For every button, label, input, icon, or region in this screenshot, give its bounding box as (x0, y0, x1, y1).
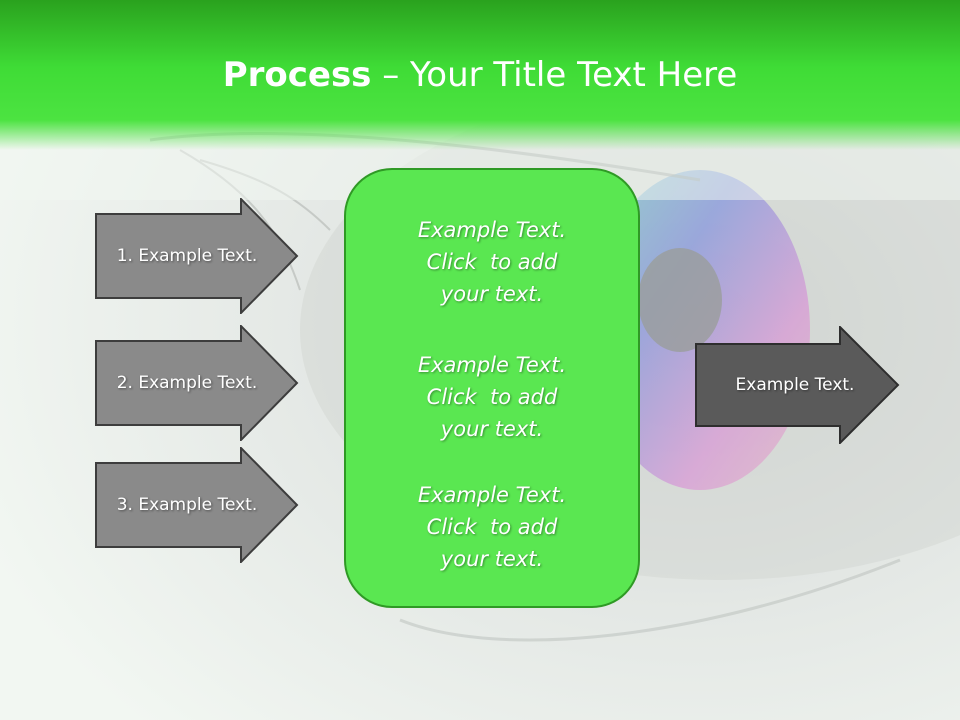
process-step-arrow-2[interactable]: 2. Example Text. (95, 325, 299, 441)
placeholder-text-block-3[interactable]: Example Text. Click to add your text. (346, 479, 638, 575)
arrow-shape-icon (695, 326, 900, 444)
process-output-arrow[interactable]: Example Text. (695, 326, 900, 444)
placeholder-line: Click to add (426, 515, 558, 539)
placeholder-line: Example Text. (417, 353, 567, 377)
placeholder-text-block-1[interactable]: Example Text. Click to add your text. (346, 214, 638, 310)
placeholder-line: Click to add (426, 385, 558, 409)
title-bar (0, 0, 960, 150)
process-step-arrow-1[interactable]: 1. Example Text. (95, 198, 299, 314)
output-label: Example Text. (735, 375, 855, 395)
placeholder-line: your text. (440, 417, 544, 441)
placeholder-line: your text. (440, 282, 544, 306)
title-bold-text: Process (222, 55, 372, 95)
placeholder-line: Example Text. (417, 483, 567, 507)
center-text-box[interactable]: Example Text. Click to add your text. Ex… (344, 168, 640, 608)
process-step-arrow-3[interactable]: 3. Example Text. (95, 447, 299, 563)
placeholder-line: Example Text. (417, 218, 567, 242)
title-rest-text: – Your Title Text Here (371, 55, 738, 95)
placeholder-line: Click to add (426, 250, 558, 274)
step-label: 2. Example Text. (116, 373, 258, 393)
arrow-shape-icon (95, 447, 299, 563)
arrow-shape-icon (95, 325, 299, 441)
step-label: 1. Example Text. (116, 246, 258, 266)
slide-title: Process – Your Title Text Here (0, 52, 960, 98)
step-label: 3. Example Text. (116, 495, 258, 515)
placeholder-line: your text. (440, 547, 544, 571)
arrow-shape-icon (95, 198, 299, 314)
placeholder-text-block-2[interactable]: Example Text. Click to add your text. (346, 349, 638, 445)
